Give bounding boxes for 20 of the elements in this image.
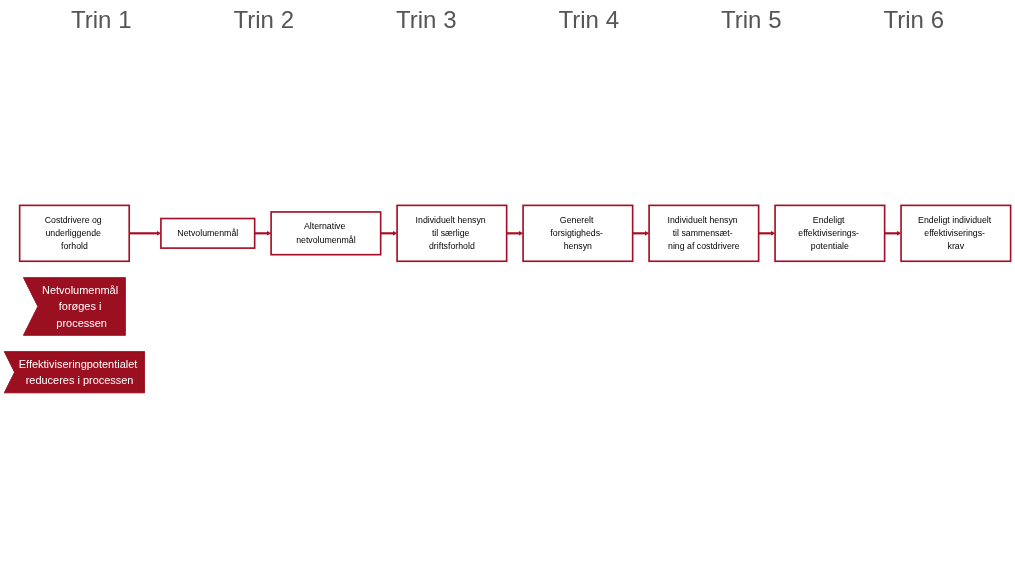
node-box: Endeligt individuelt effektiviserings- krav (900, 204, 1012, 262)
step-heading: Trin 2 (233, 6, 294, 34)
step-heading: Trin 5 (721, 6, 782, 34)
node-box: Costdrivere og underliggende forhold (18, 204, 131, 262)
step-heading: Trin 4 (558, 6, 619, 34)
arrow (506, 230, 524, 236)
arrow (758, 230, 776, 236)
step-heading: Trin 3 (396, 6, 457, 34)
node-box: Generelt forsigtigheds- hensyn (522, 204, 634, 262)
node-box: Individuelt hensyn til særlige driftsforhold (396, 204, 508, 262)
arrow (632, 230, 650, 236)
arrow (254, 230, 272, 236)
arrow (380, 230, 398, 236)
node-box: Netvolumenmål (160, 217, 256, 249)
step-heading: Trin 1 (71, 6, 132, 34)
step-heading: Trin 6 (883, 6, 944, 34)
node-box: Endeligt effektiviserings- potentiale (774, 204, 886, 262)
node-box: Alternative netvolumenmål (270, 211, 382, 256)
arrow (884, 230, 902, 236)
node-box: Individuelt hensyn til sammensæt- ning af costdrivere (648, 204, 760, 262)
